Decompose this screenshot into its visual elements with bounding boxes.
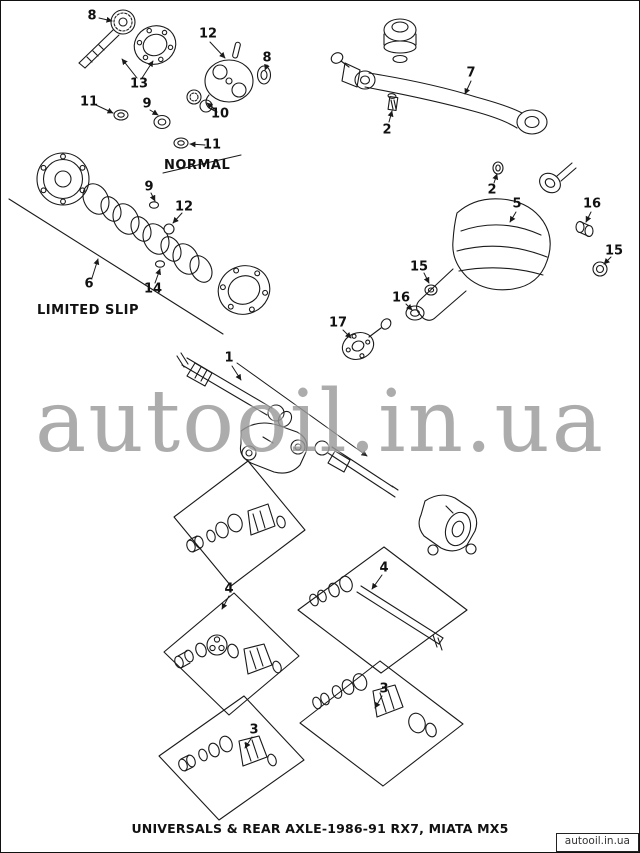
diff-housing-drawing [415,161,608,321]
part-callout: 8 [262,50,272,66]
part-callout: 11 [202,137,222,153]
part-callout: 1 [224,350,234,366]
part-callout: 16 [582,196,602,212]
pinion-flange-parts-drawing [341,284,438,361]
part-callout: 11 [79,94,99,110]
cv-joint-box-left [163,592,300,716]
part-callout: 15 [409,259,429,275]
pinion-shaft-drawing [78,9,136,69]
limited-slip-bracket-line [8,198,224,335]
hub-knuckle-drawing [418,494,478,556]
boot-kit-box-lower-left [158,695,305,821]
part-callout: 14 [143,281,163,297]
limited-slip-stack-drawing [36,152,213,283]
diff-carrier-drawing [113,41,272,174]
normal-group-label: NORMAL [164,158,231,173]
part-callout: 3 [379,681,389,697]
part-callout: 9 [144,179,154,195]
part-callout: 16 [391,290,411,306]
upper-arm-drawing [330,18,548,135]
halfshaft-right-drawing [314,440,399,498]
ring-gear-drawing [133,25,177,65]
diagram-caption: UNIVERSALS & REAR AXLE-1986-91 RX7, MIAT… [131,821,509,836]
rear-carrier-drawing [239,422,308,474]
part-callout: 3 [249,722,259,738]
part-callout: 7 [466,65,476,81]
ring-gear-bottom-drawing [217,265,271,315]
part-callout: 4 [379,560,389,576]
part-callout: 2 [487,182,497,198]
part-callout: 15 [604,243,624,259]
part-callout: 2 [382,122,392,138]
part-callout: 6 [84,276,94,292]
part-callout: 17 [328,315,348,331]
part-callout: 5 [512,196,522,212]
part-callout: 12 [198,26,218,42]
boot-kit-box-lower-right [299,660,464,787]
part-callout: 10 [210,106,230,122]
part-callout: 4 [224,581,234,597]
part-callout: 9 [142,96,152,112]
axle-shaft-box-right [297,546,468,674]
boot-kit-box-upper [173,460,306,587]
site-corner-mark: autooil.in.ua [555,833,639,852]
part-callout: 13 [129,76,149,92]
part-callout: 8 [87,8,97,24]
part-callout: 12 [174,199,194,215]
limited-slip-group-label: LIMITED SLIP [37,303,139,318]
callout-leader-lines [91,16,612,749]
